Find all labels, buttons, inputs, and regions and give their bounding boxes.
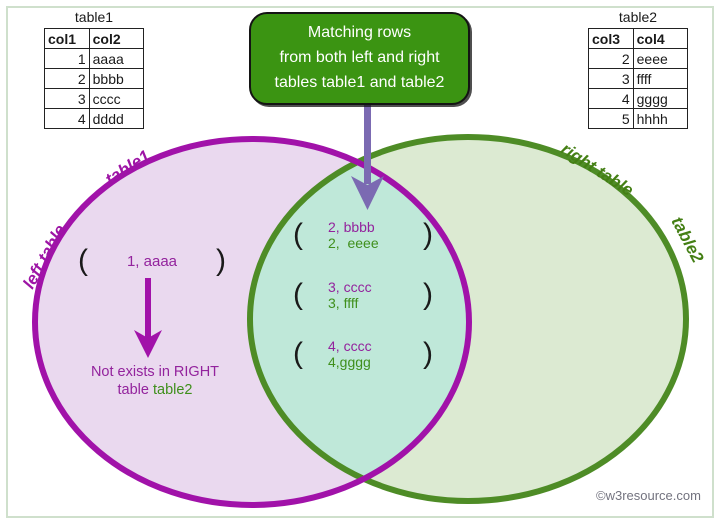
- callout-line: tables table1 and table2: [274, 73, 445, 91]
- pair-left-row: 2, bbbb: [328, 219, 375, 235]
- table2-cell: 2: [588, 48, 634, 69]
- table2-cell: gggg: [632, 88, 689, 109]
- close-paren: ): [215, 244, 226, 277]
- open-paren: (: [293, 278, 303, 311]
- callout-line: from both left and right: [279, 49, 440, 67]
- table-row: 2 eeee: [588, 48, 689, 69]
- table2-cell: hhhh: [632, 108, 689, 129]
- table-row: 1 aaaa: [44, 48, 145, 69]
- pair-right-row: 2, eeee: [328, 235, 379, 251]
- table1-cell: 1: [44, 48, 90, 69]
- pair-values: 4, cccc 4,gggg: [314, 338, 412, 370]
- table1-cell: 2: [44, 68, 90, 89]
- pair-left-row: 4, cccc: [328, 338, 372, 354]
- table2-cell: 3: [588, 68, 634, 89]
- note-word-table: table: [117, 382, 153, 398]
- left-tuple-value: 1, aaaa: [126, 252, 178, 270]
- pair-right-row: 3, ffff: [328, 295, 359, 311]
- table-row: 5 hhhh: [588, 108, 689, 129]
- table2-header-row: col3 col4: [588, 28, 689, 49]
- copyright-text: ©w3resource.com: [596, 488, 701, 503]
- close-paren: ): [423, 278, 433, 311]
- table2: col3 col4 2 eeee 3 ffff 4 gggg 5 hhhh: [588, 28, 689, 129]
- table-row: 2 bbbb: [44, 68, 145, 89]
- close-paren: ): [423, 218, 433, 251]
- table1-header-row: col1 col2: [44, 28, 145, 49]
- table1-cell: 4: [44, 108, 90, 129]
- table-row: 4 gggg: [588, 88, 689, 109]
- matched-pair-3: ( 4, cccc 4,gggg ): [293, 338, 433, 370]
- table-row: 4 dddd: [44, 108, 145, 129]
- callout-line: Matching rows: [307, 24, 412, 42]
- table2-title: table2: [618, 9, 658, 25]
- table1-cell: bbbb: [88, 68, 145, 89]
- table2-cell: ffff: [632, 68, 689, 89]
- table2-cell: eeee: [632, 48, 689, 69]
- matched-pair-2: ( 3, cccc 3, ffff ): [293, 279, 433, 311]
- close-paren: ): [423, 337, 433, 370]
- matching-rows-callout: Matching rows from both left and right t…: [249, 12, 470, 105]
- table1-col2-header: col2: [88, 28, 145, 49]
- table2-col3-header: col3: [588, 28, 634, 49]
- note-word-table2: table2: [152, 382, 193, 398]
- pair-values: 3, cccc 3, ffff: [314, 279, 412, 311]
- pair-values: 2, bbbb 2, eeee: [314, 219, 412, 251]
- not-exists-note: Not exists in RIGHT table table2: [70, 363, 240, 399]
- pair-left-row: 3, cccc: [328, 279, 372, 295]
- table2-cell: 4: [588, 88, 634, 109]
- open-paren: (: [293, 337, 303, 370]
- table1-cell: 3: [44, 88, 90, 109]
- left-only-tuple: ( 1, aaaa ): [78, 246, 226, 276]
- table1-col1-header: col1: [44, 28, 90, 49]
- left-region-arrow: [134, 278, 162, 358]
- pair-right-row: 4,gggg: [328, 354, 371, 370]
- table1-cell: aaaa: [88, 48, 145, 69]
- table1: col1 col2 1 aaaa 2 bbbb 3 cccc 4 dddd: [44, 28, 145, 129]
- table1-cell: dddd: [88, 108, 145, 129]
- matched-pair-1: ( 2, bbbb 2, eeee ): [293, 219, 433, 251]
- table2-cell: 5: [588, 108, 634, 129]
- open-paren: (: [293, 218, 303, 251]
- right-circle-stroke: [247, 134, 689, 504]
- open-paren: (: [78, 244, 88, 277]
- table-row: 3 cccc: [44, 88, 145, 109]
- table2-panel: table2 col3 col4 2 eeee 3 ffff 4 gggg 5 …: [588, 9, 689, 129]
- table2-col4-header: col4: [632, 28, 689, 49]
- left-circle-stroke: [32, 136, 472, 508]
- note-line1: Not exists in RIGHT: [90, 364, 220, 380]
- table1-title: table1: [74, 9, 114, 25]
- table-row: 3 ffff: [588, 68, 689, 89]
- table1-panel: table1 col1 col2 1 aaaa 2 bbbb 3 cccc 4 …: [44, 9, 145, 129]
- table1-cell: cccc: [88, 88, 145, 109]
- callout-arrow: [351, 104, 384, 210]
